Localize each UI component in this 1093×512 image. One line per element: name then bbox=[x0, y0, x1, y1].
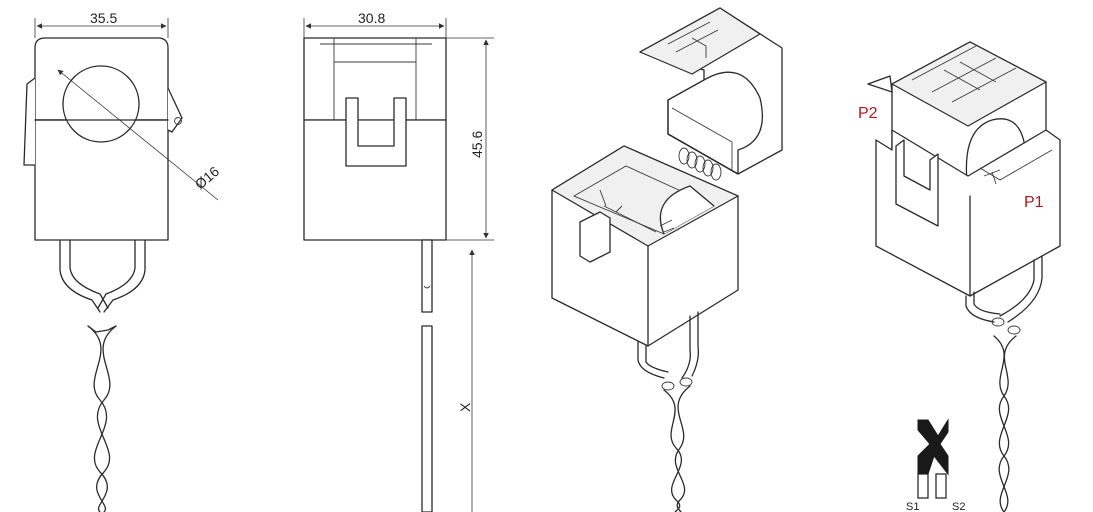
closed-twisted-leads bbox=[993, 335, 1017, 512]
aperture-circle bbox=[62, 65, 140, 143]
front-view: 35.5 Ø16 bbox=[23, 10, 223, 512]
lead-length-dimension: X bbox=[457, 249, 475, 512]
depth-dimension-label: 30.8 bbox=[358, 10, 385, 26]
p2-label: P2 bbox=[858, 105, 878, 122]
s1-label: S1 bbox=[906, 501, 919, 512]
wiring-symbol: S1 S2 bbox=[906, 418, 965, 512]
width-dimension-label: 35.5 bbox=[90, 10, 117, 26]
height-dimension-label: 45.6 bbox=[469, 131, 485, 158]
lead-length-label: X bbox=[457, 402, 473, 412]
height-dimension: 45.6 bbox=[446, 37, 494, 241]
depth-dimension: 30.8 bbox=[303, 10, 447, 38]
open-twisted-leads bbox=[663, 385, 691, 512]
closed-isometric-view: P2 P1 bbox=[858, 41, 1061, 512]
open-isometric-view bbox=[551, 7, 783, 512]
p1-label: P1 bbox=[1024, 194, 1044, 211]
s2-label: S2 bbox=[952, 501, 965, 512]
aperture-dimension-label: Ø16 bbox=[192, 163, 223, 192]
front-twisted-leads bbox=[87, 325, 117, 512]
hinge bbox=[678, 147, 722, 181]
width-dimension: 35.5 bbox=[34, 10, 169, 38]
side-view: 30.8 45.6 X bbox=[303, 10, 494, 512]
